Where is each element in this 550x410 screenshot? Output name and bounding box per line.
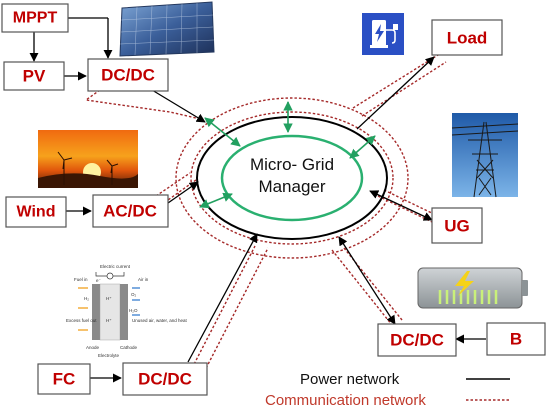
acdc-block: AC/DC [92, 194, 169, 228]
legend-power-label: Power network [300, 371, 400, 388]
fc-h2-label: H₂ [84, 296, 89, 301]
fc-cathode-label: Cathode [120, 345, 138, 350]
fc-h2o-label: H₂O [129, 308, 138, 313]
fc-unused-label: Unused air, water, and heat [132, 318, 188, 323]
fc-hplus-label-1: H⁺ [106, 296, 112, 301]
fc-o2-label: O₂ [131, 292, 137, 297]
microgrid-manager: Micro- Grid Manager [199, 101, 376, 222]
fuel-cell-diagram: Electric current e⁻ Fuel in Air in H₂ H⁺… [66, 263, 188, 363]
fc-electron-label: e⁻ [96, 278, 102, 283]
manager-label-line1: Micro- Grid [250, 155, 334, 174]
dcdc-b-label: DC/DC [390, 331, 444, 350]
fc-label: FC [53, 370, 76, 389]
fc-electrolyte-label: Electrolyte [98, 353, 120, 358]
b-block: B [486, 322, 546, 356]
ev-charger-icon [362, 13, 404, 55]
load-block: Load [431, 19, 503, 56]
dcdc-pv-label: DC/DC [101, 66, 155, 85]
legend: Power network Communication network [265, 371, 510, 409]
solar-panel-image [119, 1, 215, 57]
fc-block: FC [37, 363, 91, 395]
manager-label-line2: Manager [258, 177, 325, 196]
mppt-block: MPPT [1, 3, 69, 33]
ug-block: UG [431, 207, 483, 244]
wind-label: Wind [17, 204, 56, 221]
wind-sunset-image [38, 130, 138, 188]
load-label: Load [447, 29, 488, 48]
fc-electric-current-label: Electric current [100, 264, 131, 269]
pv-label: PV [23, 67, 46, 86]
fc-air-in-label: Air in [138, 277, 149, 282]
acdc-label: AC/DC [103, 202, 157, 221]
fc-hplus-label-2: H⁺ [106, 318, 112, 323]
battery-icon [417, 267, 528, 309]
dcdc-fc-label: DC/DC [138, 370, 192, 389]
wind-block: Wind [5, 196, 67, 228]
mppt-label: MPPT [13, 10, 58, 27]
ug-label: UG [444, 217, 470, 236]
b-label: B [510, 330, 522, 349]
dcdc-b-block: DC/DC [377, 323, 457, 357]
fc-fuel-in-label: Fuel in [74, 277, 88, 282]
dcdc-pv-block: DC/DC [87, 58, 169, 92]
transmission-tower-image [451, 113, 519, 198]
pv-block: PV [3, 61, 65, 91]
fc-anode-label: Anode [86, 345, 100, 350]
legend-comm-label: Communication network [265, 392, 426, 409]
dcdc-fc-block: DC/DC [122, 362, 208, 396]
fc-excess-fuel-label: Excess fuel out [66, 318, 97, 323]
